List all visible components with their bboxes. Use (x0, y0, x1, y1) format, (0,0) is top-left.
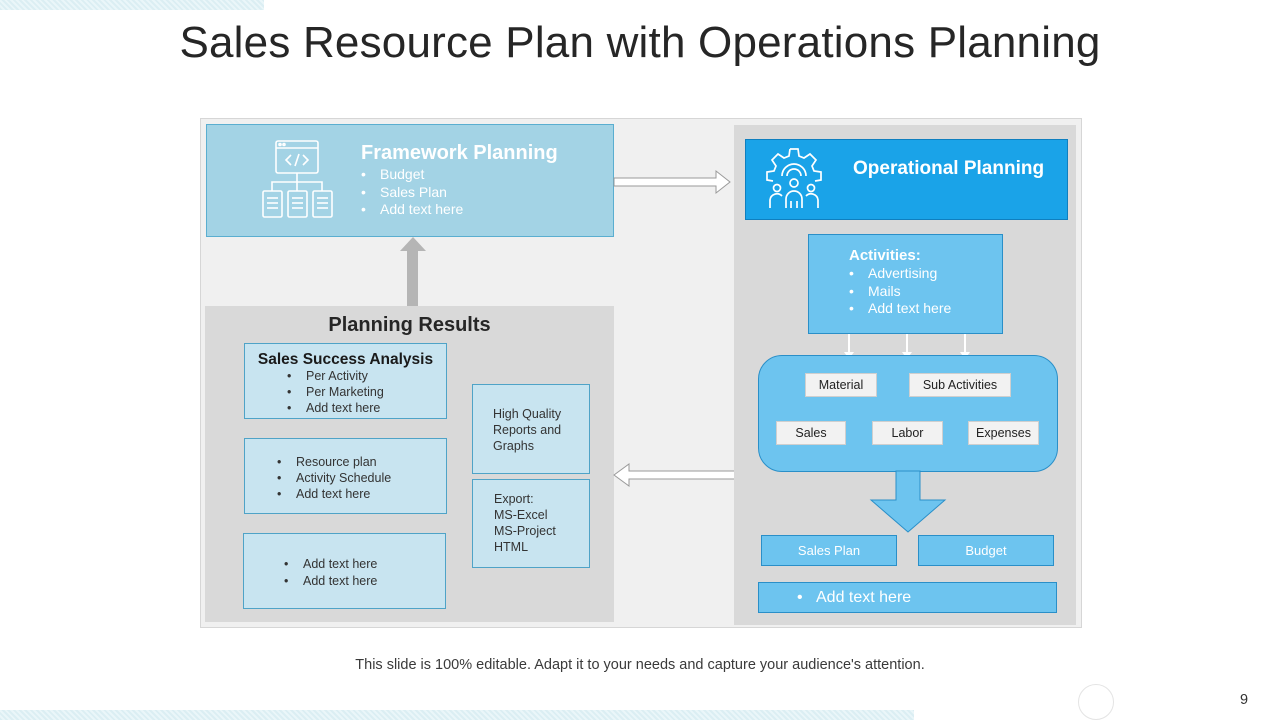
list-item: Budget (361, 166, 463, 184)
framework-planning-list: Budget Sales Plan Add text here (361, 166, 463, 219)
activities-title: Activities: (849, 247, 921, 264)
reports-box (472, 384, 590, 474)
resource-plan-list: Resource plan Activity Schedule Add text… (277, 454, 391, 502)
top-decor-strip (0, 0, 264, 10)
list-item: Advertising (849, 265, 951, 283)
slide-title: Sales Resource Plan with Operations Plan… (179, 18, 1101, 67)
add-text-list: Add text here Add text here (284, 556, 377, 590)
sales-success-title: Sales Success Analysis (257, 351, 434, 368)
expenses-chip: Expenses (968, 421, 1039, 445)
material-chip: Material (805, 373, 877, 397)
planning-results-title: Planning Results (328, 314, 491, 336)
list-item: Sales Plan (361, 184, 463, 202)
add-text-bar: • Add text here (758, 582, 1057, 613)
page-number: 9 (1240, 692, 1249, 708)
list-item: Add text here (277, 486, 391, 502)
sub-activities-chip: Sub Activities (909, 373, 1011, 397)
code-sitemap-icon (262, 140, 333, 218)
list-item: Add text here (287, 400, 384, 416)
export-line: HTML (494, 540, 529, 554)
list-item: Per Activity (287, 368, 384, 384)
bottom-decor-strip (0, 710, 914, 720)
sales-chip: Sales (776, 421, 846, 445)
framework-planning-title: Framework Planning (361, 142, 558, 164)
export-line: MS-Project (494, 524, 556, 538)
add-text-label: Add text here (816, 589, 912, 606)
list-item: Per Marketing (287, 384, 384, 400)
budget-box: Budget (918, 535, 1054, 566)
big-down-arrow (869, 470, 947, 533)
gear-team-icon (766, 148, 822, 208)
activities-list: Advertising Mails Add text here (849, 265, 951, 318)
labor-chip: Labor (872, 421, 943, 445)
export-line: Export: (494, 492, 534, 506)
list-item: Mails (849, 283, 951, 301)
up-arrow-shaft (407, 250, 418, 306)
list-item: Add text here (284, 556, 377, 573)
up-arrow-head (400, 237, 426, 251)
export-line: MS-Excel (494, 508, 548, 522)
resources-container (758, 355, 1058, 472)
list-item: Add text here (361, 201, 463, 219)
list-item: Resource plan (277, 454, 391, 470)
down-arrow (960, 334, 970, 359)
down-arrow (844, 334, 854, 359)
left-arrow (613, 463, 740, 487)
sales-success-list: Per Activity Per Marketing Add text here (287, 368, 384, 416)
reports-text: High Quality Reports and Graphs (493, 407, 562, 453)
footer-note: This slide is 100% editable. Adapt it to… (355, 657, 925, 673)
decor-circle (1078, 684, 1114, 720)
down-arrow (902, 334, 912, 359)
right-arrow (613, 169, 731, 195)
bullet-dot: • (797, 589, 803, 606)
list-item: Add text here (284, 573, 377, 590)
export-box (472, 479, 590, 568)
list-item: Add text here (849, 300, 951, 318)
operational-planning-title: Operational Planning (853, 158, 1045, 179)
sales-plan-box: Sales Plan (761, 535, 897, 566)
list-item: Activity Schedule (277, 470, 391, 486)
